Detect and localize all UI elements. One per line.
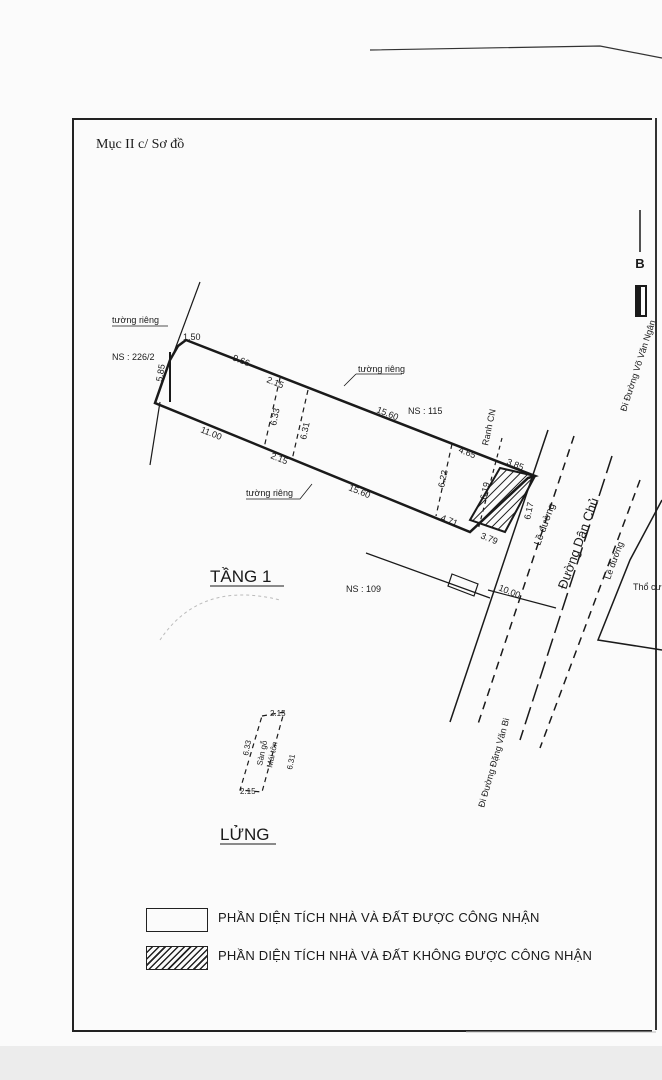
mezzanine-boundary — [291, 389, 309, 461]
road-edge-line — [449, 429, 549, 723]
page-heading: Mục II c/ Sơ đồ — [96, 137, 185, 152]
leader-line — [343, 373, 402, 387]
dimension-label: 6.33 — [268, 407, 281, 426]
legend-recognized-label: PHẦN DIỆN TÍCH NHÀ VÀ ĐẤT ĐƯỢC CÔNG NHẬN — [218, 910, 540, 925]
ranh-cn-label: Ranh CN — [480, 408, 497, 446]
direction-label: Đi Đường Võ Văn Ngân — [618, 319, 657, 413]
neighbour-109-outline — [365, 552, 491, 599]
dimension-label: 15.60 — [347, 483, 372, 501]
dimension-label: 6.22 — [436, 469, 449, 488]
dimension-label: 3.79 — [479, 531, 499, 547]
dimension-label: 2.15 — [270, 709, 286, 718]
neighbour-label: NS : 226/2 — [112, 352, 155, 362]
dimension-label: 6.17 — [522, 501, 535, 520]
dimension-label: 6.31 — [298, 421, 311, 440]
drawing-frame — [72, 118, 652, 1032]
mezzanine-boundary — [263, 377, 281, 449]
direction-label: Đi Đường Đặng Văn Bi — [476, 717, 511, 809]
sidewalk-label: Lề đường — [532, 502, 558, 547]
legend-unrecognized-label: PHẦN DIỆN TÍCH NHÀ VÀ ĐẤT KHÔNG ĐƯỢC CÔN… — [218, 948, 593, 963]
dimension-label: 2.15 — [240, 787, 256, 796]
dimension-label: 6.31 — [285, 753, 297, 771]
dimension-label: 1.50 — [183, 332, 201, 342]
wall-label: tường riêng — [246, 488, 293, 498]
road-edge-line — [477, 435, 575, 725]
wall-label: tường riêng — [358, 364, 405, 374]
neighbour-label: NS : 109 — [346, 584, 381, 594]
dimension-label: 2.15 — [269, 451, 289, 467]
dimension-label: 6.19 — [478, 481, 491, 500]
dimension-label: 4.71 — [439, 513, 459, 529]
street-label: Đường Dân Chủ — [555, 496, 602, 591]
road-edge-right — [596, 499, 662, 651]
page-edge-line — [369, 45, 662, 59]
dimension-label: 11.00 — [199, 425, 223, 442]
dimension-label: 6.33 — [241, 739, 253, 757]
north-label: B — [635, 256, 644, 271]
leader-line — [246, 483, 313, 500]
floor-1-title: TẦNG 1 — [210, 567, 271, 586]
neighbour-boundary-line — [173, 281, 201, 353]
mezzanine-title: LỬNG — [220, 825, 269, 844]
road-centre-line — [519, 455, 613, 741]
dimension-label: 4.65 — [457, 445, 477, 461]
dimension-label: 5.85 — [154, 363, 167, 382]
north-arrow-fill — [636, 286, 641, 316]
road-edge-line — [539, 479, 641, 749]
dimension-label: 10.00 — [497, 583, 522, 601]
recognition-boundary — [435, 443, 453, 517]
bottom-strip — [0, 1046, 662, 1080]
dimension-label: 9.66 — [231, 353, 251, 369]
legend-unrecognized-swatch — [146, 946, 208, 970]
neighbour-boundary-line — [149, 401, 161, 466]
legend-recognized-swatch — [146, 908, 208, 932]
sidewalk-label: Lề đường — [602, 540, 625, 581]
land-type-label: Thổ cư — [633, 582, 662, 592]
dimension-line — [487, 589, 557, 609]
mezzanine-outline — [239, 711, 285, 793]
wall-label: tường riêng — [112, 315, 159, 325]
stamp-mark — [159, 594, 281, 641]
neighbour-label: NS : 115 — [408, 406, 442, 416]
unrecognized-area — [468, 466, 537, 534]
